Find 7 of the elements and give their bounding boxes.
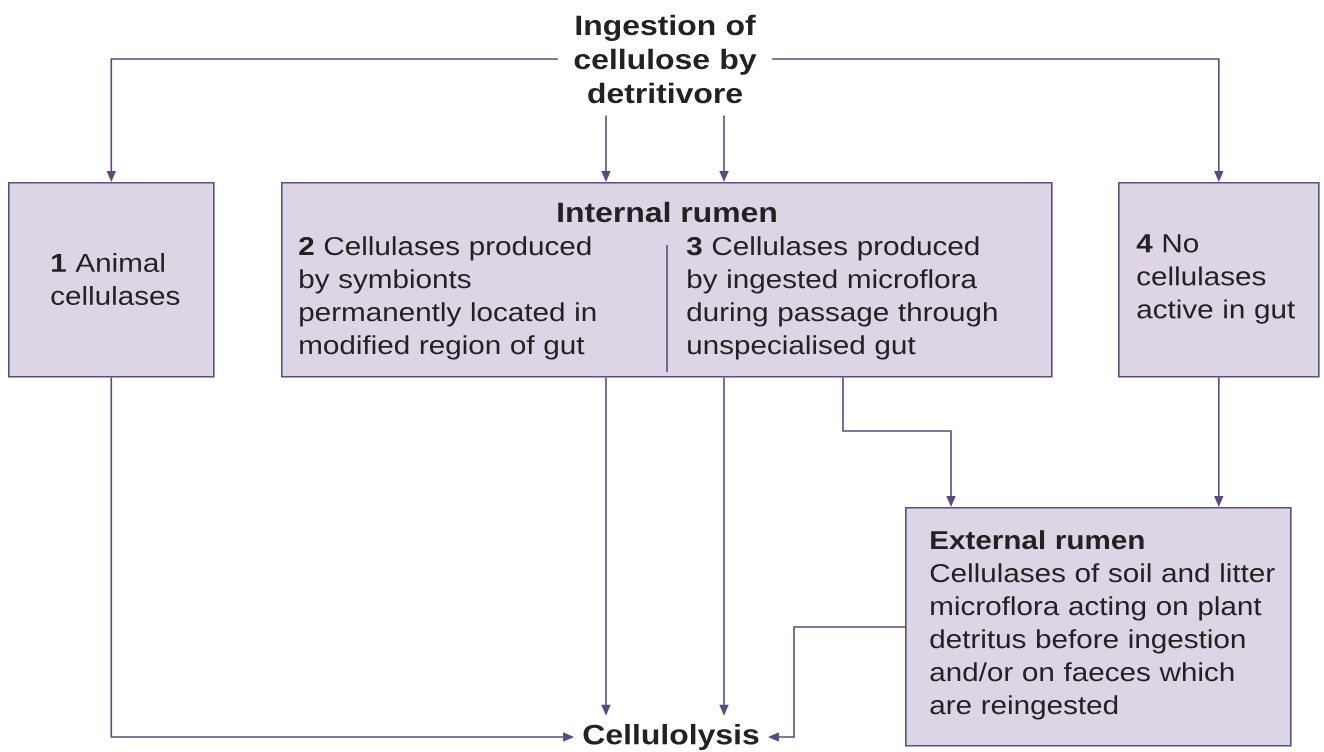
result-label: Cellulolysis	[583, 723, 759, 751]
process-box: 4 No cellulases active in gut	[1118, 182, 1320, 378]
process-box: External rumen Cellulases of soil and litter microflora acting on plant detritus before ingestion and/or on faeces which are reingested	[905, 507, 1292, 747]
process-box: 1 Animal cellulases	[8, 182, 215, 378]
process-text: 3 Cellulases produced by ingested microflora during passage through unspecialised gut	[686, 236, 997, 360]
process-text: 2 Cellulases produced by symbionts permanently located in modified region of gut	[299, 236, 596, 360]
start-label: Ingestion of cellulose by detritivore	[574, 14, 757, 104]
